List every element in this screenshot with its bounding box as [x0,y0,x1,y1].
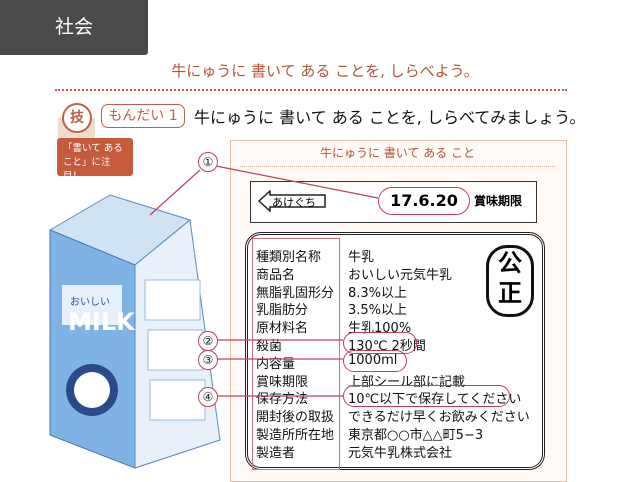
label-name: 賞味期限 [256,374,309,390]
question-text: 牛にゅうに 書いて ある ことを, しらべてみましょう。 [194,108,586,127]
panel-divider [240,166,555,167]
highlight-oval [343,332,417,354]
label-name: 製造所所在地 [256,428,335,443]
label-names-column [252,238,340,470]
panel-heading: 牛にゅうに 書いて ある こと [319,146,476,160]
carton-milk-text: MILK [68,308,136,336]
label-name: 種類別名称 [256,250,322,265]
label-name: 製造者 [256,445,296,461]
marker-1: ① [198,152,218,172]
highlight-oval [343,385,510,408]
fair-trade-mark: 公正 [486,245,534,317]
label-value: 元気牛乳株式会社 [348,445,453,461]
label-name: 内容量 [256,356,296,372]
milk-carton-illustration: おいしい MILK [48,194,221,469]
marker-3: ③ [198,350,218,370]
highlight-oval [343,349,407,372]
label-name: 商品名 [256,267,296,283]
label-value: おいしい元気牛乳 [348,267,453,283]
date-label: 賞味期限 [474,194,523,208]
label-name: 保存方法 [256,392,309,408]
label-value: 東京都○○市△△町5−3 [348,428,484,443]
carton-brand: おいしい [70,296,110,308]
label-value: できるだけ早くお飲みください [348,410,530,426]
label-value: 3.5%以上 [348,303,408,319]
label-name: 乳脂肪分 [256,303,309,319]
hint-note: 「書いて ある こと」に注目！ [57,138,133,182]
date-oval: 17.6.20 [378,187,470,215]
marker-2: ② [198,331,218,351]
label-name: 殺菌 [256,339,283,354]
label-value: 1000ml [348,352,398,368]
marker-4: ④ [198,387,218,407]
label-name: 無脂乳固形分 [256,285,335,301]
skill-icon: 技 [62,103,92,133]
label-value: 8.3%以上 [348,285,408,301]
label-name: 原材料名 [256,321,309,337]
label-value: 10℃以下で保存してください [348,392,522,408]
label-value: 牛乳 [348,250,375,265]
page-title: 牛にゅうに 書いて ある ことを, しらべよう。 [171,62,479,80]
label-name: 開封後の取扱 [256,410,335,426]
problem-badge: もんだい 1 [101,104,185,128]
subject-tab[interactable]: 社会 [0,0,148,55]
divider [55,89,567,91]
opening-label: あけぐち [272,196,316,209]
